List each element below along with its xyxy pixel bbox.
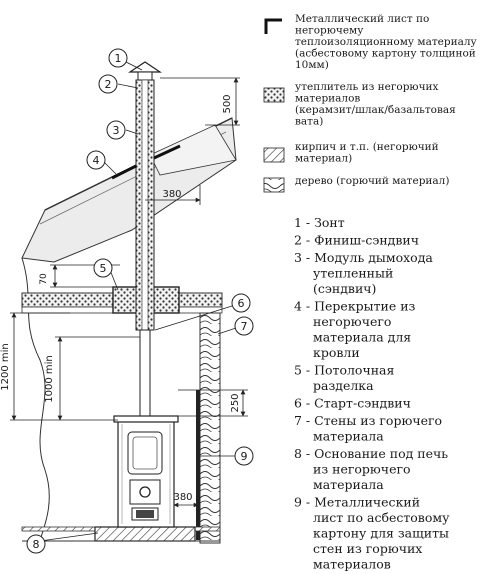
parts-list-item: 8 - Основание под печь — [294, 446, 448, 461]
parts-list-item: (сэндвич) — [313, 281, 376, 296]
legend-wood-text: дерево (горючий материал) — [295, 175, 449, 187]
stove-base — [94, 526, 196, 542]
roof-right-cap — [149, 124, 237, 176]
roof-penetration-plate-right — [153, 144, 181, 160]
dim-1000: 1000 min — [44, 355, 55, 403]
parts-list-item: 5 - Потолочная — [294, 363, 395, 378]
legend-line: негорючему — [295, 25, 364, 37]
callout-circles: 1 2 3 4 5 6 7 8 9 — [26, 48, 254, 554]
parts-list-item: картону для защиты — [313, 526, 449, 541]
legend-brick-symbol — [263, 147, 285, 163]
svg-text:4: 4 — [93, 154, 100, 167]
svg-text:8: 8 — [33, 538, 40, 551]
stove-window-inner — [132, 436, 158, 470]
legend-metal-text: Металлический лист понегорючемутеплоизол… — [295, 13, 478, 71]
legend-line: утеплитель из негорючих — [295, 81, 439, 93]
dim-380-bottom: 380 — [173, 492, 192, 503]
dimension-labels: 500 380 70 1200 min 1000 min 250 380 — [0, 94, 241, 503]
parts-list-item: 7 - Стены из горючего — [294, 413, 442, 428]
parts-list-item: материала — [313, 429, 384, 444]
dim-250: 250 — [230, 393, 241, 412]
callout-5: 5 — [93, 258, 113, 278]
parts-list-item: лист по асбестовому — [313, 510, 450, 525]
svg-text:6: 6 — [238, 297, 245, 310]
legend-line: материал) — [295, 153, 352, 165]
callout-2: 2 — [98, 74, 118, 94]
dim-1200: 1200 min — [0, 343, 11, 391]
parts-list-item: 9 - Металлический — [294, 495, 420, 510]
inner-pipe-top — [141, 79, 149, 331]
metal-protection-sheet — [196, 390, 200, 540]
legend-insulation-symbol — [263, 87, 285, 103]
parts-list-item: 1 - Зонт — [294, 215, 345, 230]
callout-7: 7 — [234, 316, 254, 336]
parts-list: 1 - Зонт 2 - Финиш-сэндвич 3 - Модуль дымо… — [294, 215, 450, 572]
dim-500: 500 — [222, 94, 233, 113]
svg-text:9: 9 — [241, 450, 248, 463]
callout-1: 1 — [108, 48, 128, 68]
legend-insulation-text: утеплитель из негорючихматериалов(керамз… — [295, 81, 456, 128]
legend-line: Металлический лист по — [295, 13, 429, 25]
stove-door — [129, 479, 161, 505]
legend-line: (асбестовому картону толщиной — [295, 48, 476, 60]
legend-wood-symbol — [263, 177, 285, 193]
parts-list-item: негорючего — [313, 314, 391, 329]
legend: Металлический лист понегорючемутеплоизол… — [263, 13, 478, 193]
legend-line: кирпич и т.п. (негорючий — [295, 141, 439, 153]
callout-9: 9 — [234, 446, 254, 466]
stove-window — [127, 431, 163, 475]
umbrella-neck — [137, 71, 153, 81]
parts-list-item: 2 - Финиш-сэндвич — [294, 233, 419, 248]
legend-line: (керамзит/шлак/базальтовая — [295, 104, 456, 116]
legend-line: теплоизоляционному материалу — [295, 36, 478, 48]
parts-list-item: из негорючего — [313, 462, 411, 477]
legend-line: 10мм) — [295, 59, 329, 71]
stove-door-knob — [139, 486, 151, 498]
parts-list-item: стен из горючих — [313, 541, 422, 556]
parts-list-item: разделка — [313, 378, 374, 393]
parts-list-item: 4 - Перекрытие из — [294, 299, 416, 314]
legend-line: вата) — [295, 116, 323, 128]
stove-top — [113, 415, 179, 423]
stove — [113, 415, 179, 528]
umbrella-cap — [128, 61, 162, 73]
legend-line: дерево (горючий материал) — [295, 175, 449, 187]
roof-penetration-plate — [111, 164, 137, 180]
parts-list-item: кровли — [313, 345, 360, 360]
callout-3: 3 — [106, 120, 126, 140]
callouts — [39, 61, 237, 542]
single-pipe — [139, 329, 151, 421]
svg-text:5: 5 — [100, 262, 107, 275]
svg-text:1: 1 — [115, 52, 122, 65]
parts-list-item: материалов — [313, 557, 391, 572]
parts-list-item: 3 - Модуль дымохода — [294, 250, 433, 265]
parts-list-item: материала для — [313, 330, 411, 345]
legend-line: материалов — [295, 93, 360, 105]
callout-4: 4 — [86, 150, 106, 170]
callout-6: 6 — [231, 293, 251, 313]
svg-text:7: 7 — [241, 320, 248, 333]
dim-380-top: 380 — [162, 189, 181, 200]
dim-70: 70 — [39, 273, 49, 285]
wood-wall — [199, 312, 221, 544]
svg-text:2: 2 — [105, 78, 112, 91]
legend-metal-symbol — [264, 18, 282, 34]
dimensions — [10, 77, 248, 508]
parts-list-item: материала — [313, 477, 384, 492]
stove-ash-grill — [136, 510, 154, 518]
parts-list-item: 6 - Старт-сэндвич — [294, 396, 411, 411]
svg-text:3: 3 — [113, 124, 120, 137]
chimney — [111, 61, 181, 421]
callout-8: 8 — [26, 534, 46, 554]
parts-list-item: утепленный — [313, 266, 393, 281]
